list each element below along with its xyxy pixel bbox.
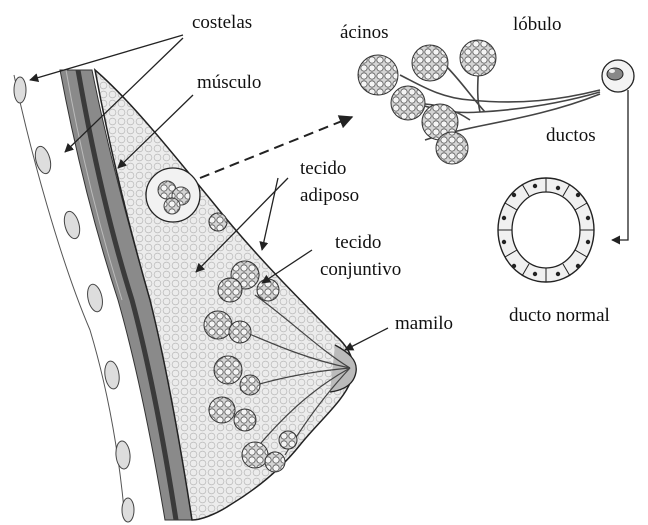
duct-connector [612, 90, 628, 240]
highlighted-lobule [146, 168, 200, 222]
label-costelas: costelas [192, 12, 252, 34]
rib-segment [103, 360, 121, 390]
label-musculo: músculo [197, 72, 261, 94]
label-acinos: ácinos [340, 22, 389, 44]
label-tecido-conjuntivo-line2: conjuntivo [320, 259, 401, 281]
normal-duct-ring [498, 178, 594, 282]
label-tecido-adiposo-line2: adiposo [300, 185, 359, 207]
label-tecido-adiposo-line1: tecido [300, 158, 346, 180]
label-ducto-normal: ducto normal [509, 305, 610, 327]
label-lobulo: lóbulo [513, 14, 562, 36]
rib-segment [33, 145, 54, 176]
label-ductos: ductos [546, 125, 596, 147]
label-mamilo: mamilo [395, 313, 453, 335]
rib-segment [14, 77, 26, 103]
rib-segment [115, 440, 131, 469]
rib-segment [62, 210, 83, 241]
rib-segment [122, 498, 134, 522]
label-tecido-conjuntivo-line1: tecido [335, 232, 381, 254]
rib-segment [85, 283, 105, 313]
